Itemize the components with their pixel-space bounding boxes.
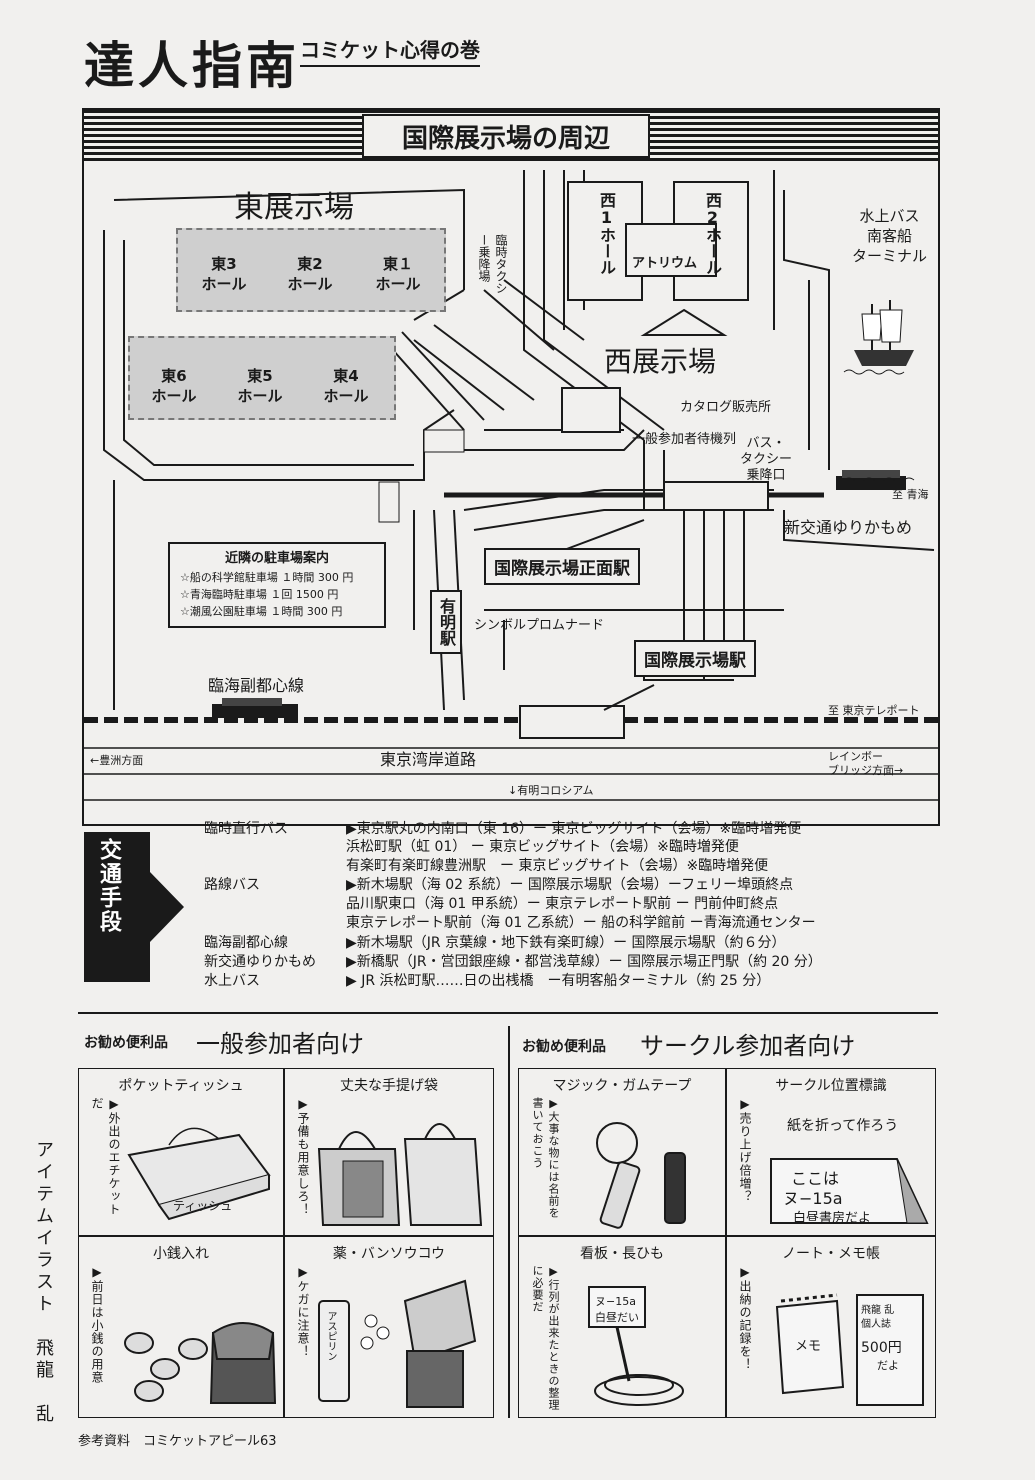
transport-row: 浜松町駅（虹 01） ー 東京ビッグサイト（会場）※臨時増発便 [346,839,739,855]
general-goods-title: 一般参加者向け [196,1030,364,1058]
item-notebook: ノート・メモ帳 ▶出納の記録を！ メモ 飛龍 乱 個人誌 500円 だよ [726,1236,936,1418]
station-front-label: 国際展示場正面駅 [484,548,640,585]
hall-east-2: 東2 ホール [287,255,333,293]
item-signboard-string: 看板・長ひも ▶行列が出来たときの整理に必要だ ヌ−15a 白昼だい [518,1236,726,1418]
transport-row: 路線バス▶新木場駅（海 02 系統）ー 国際展示場駅（会場）ーフェリー埠頭終点 [204,877,794,893]
toyosu-label: ←豊洲方面 [90,754,144,767]
to-aomi-label: 至 青海 [892,488,929,501]
hall-east-3: 東3 ホール [201,255,247,293]
transport-row: 有楽町有楽町線豊洲駅 ー 東京ビッグサイト（会場）※臨時増発便 [346,858,769,874]
tissue-icon [127,1127,271,1221]
west-hall-1-label: 西1ホール [597,192,616,275]
water-bus-terminal-label: 水上バス 南客船 ターミナル [852,207,928,265]
rinkai-train-icon [212,698,298,718]
notebook-icon [775,1293,924,1406]
symbol-promenade-label: シンボルプロムナード [474,618,605,633]
ship-icon [854,300,914,366]
circle-goods-title: サークル参加者向け [640,1032,856,1060]
item-pocket-tissue: ポケットティッシュ ▶外出のエチケットだ ティッシュ [78,1068,284,1236]
rainbow-bridge-label: レインボー ブリッジ方面→ [828,750,904,777]
parking-heading: 近隣の駐車場案内 [224,551,329,566]
east-exhibition-label: 東展示場 [234,190,354,225]
section-divider [78,1012,938,1014]
page-title: 達人指南 [84,36,300,95]
colosseum-label: ↓有明コロシアム [508,784,594,797]
transport-row: 水上バス▶ JR 浜松町駅……日の出桟橋 ー有明客船ターミナル（約 25 分） [204,973,771,989]
item-marker-tape: マジック・ガムテープ ▶大事な物には名前を書いておこう [518,1068,726,1236]
hall-east-6: 東6 ホール [151,367,197,405]
item-coin-purse: 小銭入れ ▶前日は小銭の用意 [78,1236,284,1418]
east-halls-north [176,228,446,312]
transport-row: 臨海副都心線▶新木場駅（JR 京葉線・地下鉄有楽町線）ー 国際展示場駅（約６分） [204,935,786,951]
ariake-station-label: 有明駅 [430,590,462,654]
transport-badge-label: 交通手段 [96,838,121,934]
marker-icon [596,1122,686,1229]
parking-item: ☆船の科学館駐車場 １時間 300 円 [180,571,354,584]
illustration-credit: アイテムイラスト 飛龍 乱 [33,1140,54,1426]
general-goods-label: お勧め便利品 [84,1035,168,1051]
transport-badge [84,832,184,982]
item-sturdy-bag: 丈夫な手提げ袋 ▶予備も用意しろ！ [284,1068,494,1236]
general-queue-label: 一般参加者待機列 [632,432,737,447]
yurikamome-label: 新交通ゆりかもめ [784,518,913,537]
circle-goods-label: お勧め便利品 [522,1039,606,1055]
transport-row: 新交通ゆりかもめ▶新橋駅（JR・営団銀座線・都営浅草線）ー 国際展示場正門駅（約… [204,954,822,970]
west-exhibition-label: 西展示場 [604,345,717,378]
rinkai-line-label: 臨海副都心線 [208,676,305,695]
item-medicine: 薬・バンソウコウ ▶ケガに注意！ アスピリン [284,1236,494,1418]
bag-icon [317,1123,483,1226]
atrium-label: アトリウム [632,256,698,271]
circle-sign-icon [770,1158,929,1224]
transport-row: 品川駅東口（海 01 甲系統）ー 東京テレポート駅前 ー 門前仲町終点 [346,896,779,912]
transport-row: 臨時直行バス▶東京駅丸の内南口（東 16）ー 東京ビッグサイト（会場）※臨時増発… [204,821,802,837]
west-hall-2-label: 西2ホール [703,192,722,275]
parking-item: ☆潮風公園駐車場 １時間 300 円 [180,605,343,618]
parking-item: ☆青海臨時駐車場 １回 1500 円 [180,588,339,601]
item-circle-sign: サークル位置標識 ▶売り上げ倍増？ 紙を折って作ろう ここは ヌ−15a 白昼書… [726,1068,936,1236]
hall-east-4: 東4 ホール [323,367,369,405]
bus-taxi-label: バス・ タクシー 乗降口 [740,436,793,483]
coin-purse-icon [124,1322,277,1404]
taxi-temp-label: 臨時タクシー乗降場 [477,234,508,294]
hall-east-1: 東１ ホール [375,255,421,293]
page-subtitle: コミケット心得の巻 [300,34,480,67]
map-roads [84,170,938,801]
catalog-sales-label: カタログ販売所 [680,400,772,415]
hall-east-5: 東5 ホール [237,367,283,405]
venue-map: 国際展示場の周辺 [82,108,940,826]
wangan-road-label: 東京湾岸道路 [380,750,477,769]
column-divider [508,1026,510,1418]
map-title: 国際展示場の周辺 [362,114,650,158]
signboard-icon [588,1286,684,1406]
kokusai-station-label: 国際展示場駅 [634,640,756,677]
to-teleport-label: 至 東京テレポート [828,704,920,717]
medicine-icon [318,1279,477,1408]
parking-guide: 近隣の駐車場案内 ☆船の科学館駐車場 １時間 300 円 ☆青海臨時駐車場 １回… [168,542,386,628]
east-halls-south [128,336,396,420]
footer-reference: 参考資料 コミケットアピール63 [78,1434,277,1449]
transport-row: 東京テレポート駅前（海 01 乙系統）ー 船の科学館前 ー青海流通センター [346,915,816,931]
